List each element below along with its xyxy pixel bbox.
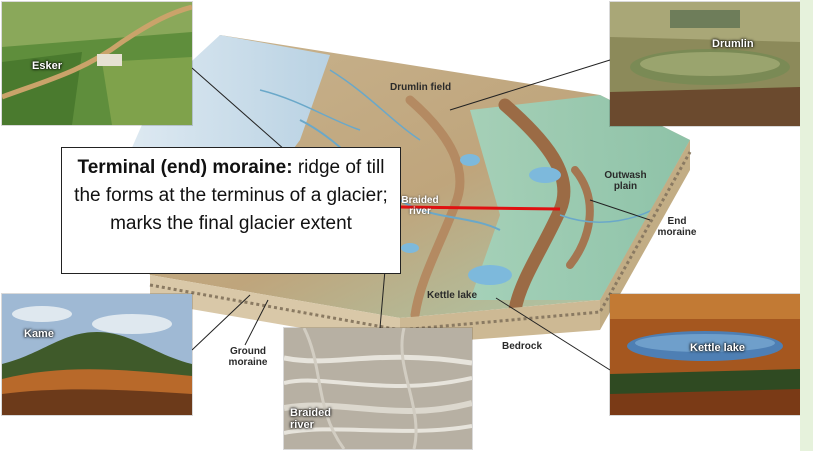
braided-river-photo-label: Braided river [290, 407, 331, 431]
kettle-lake-shape [468, 265, 512, 285]
lake-shape [529, 167, 561, 183]
label-drumlin-field: Drumlin field [390, 82, 452, 93]
kettle-lake-photo-label: Kettle lake [690, 342, 746, 354]
lake-shape [460, 154, 480, 166]
outwash-plain-area [470, 95, 690, 300]
label-kettle-lake: Kettle lake [427, 290, 478, 301]
outer-moraine-ridge [566, 166, 594, 269]
definition-callout: Terminal (end) moraine: ridge of till th… [61, 147, 401, 274]
lake-shape [401, 243, 419, 253]
kame-photo-label: Kame [24, 328, 54, 340]
inner-moraine-ridge [405, 95, 465, 320]
drumlin-photo [610, 2, 800, 126]
end-moraine-ridge [498, 98, 571, 317]
diagram-right-face [600, 140, 690, 330]
drumlin-photo-label: Drumlin [712, 38, 754, 50]
callout-term: Terminal (end) moraine: [77, 157, 293, 178]
highlight-arrow [399, 205, 561, 211]
esker-photo [2, 2, 192, 125]
kame-photo [2, 294, 192, 415]
diagram-front-face [150, 275, 400, 345]
braided-river-photo [284, 328, 472, 449]
label-ground-moraine: Ground moraine [228, 346, 268, 368]
callout-definition: ridge of till the forms at the terminus … [74, 157, 388, 234]
esker-photo-label: Esker [32, 60, 62, 72]
stream [259, 89, 361, 131]
stream [329, 69, 421, 141]
label-outwash-plain: Outwash plain [604, 170, 647, 192]
label-braided-river: Braided river [401, 195, 439, 217]
label-end-moraine: End moraine [657, 216, 697, 238]
leader-lines [191, 59, 651, 371]
kettle-lake-photo [610, 294, 800, 415]
label-bedrock: Bedrock [502, 341, 543, 352]
